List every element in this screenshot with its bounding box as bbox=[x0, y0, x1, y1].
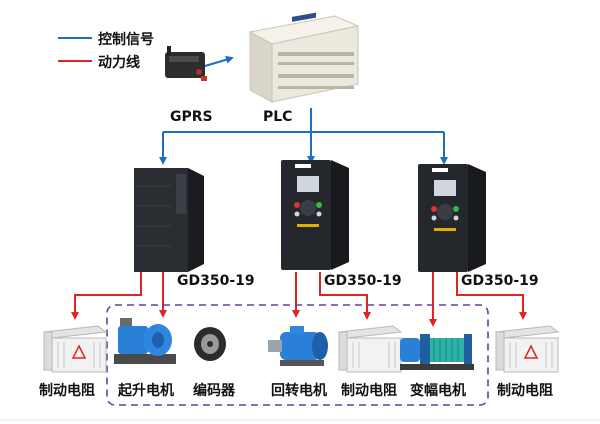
legend-control-label: 控制信号 bbox=[98, 32, 154, 48]
plc-label: PLC bbox=[263, 109, 293, 125]
slewing-motor-label: 回转电机 bbox=[271, 383, 327, 399]
brake-resistor-icon bbox=[337, 325, 403, 373]
power-drive3-resistor bbox=[456, 272, 527, 320]
luffing-winch-icon bbox=[400, 334, 474, 370]
motor-group-box bbox=[106, 304, 489, 406]
plc-unit bbox=[240, 12, 360, 112]
plc-controller-icon bbox=[248, 12, 360, 103]
luffing-motor bbox=[398, 328, 478, 378]
slewing-motor bbox=[266, 322, 336, 374]
legend-power-label: 动力线 bbox=[98, 55, 140, 71]
luffing-motor-label: 变幅电机 bbox=[410, 383, 466, 399]
hoist-motor bbox=[112, 314, 178, 378]
gprs-modem-icon bbox=[165, 46, 207, 81]
frequency-inverter-icon bbox=[418, 164, 486, 272]
drive-1 bbox=[128, 166, 208, 278]
encoder-icon bbox=[194, 327, 226, 361]
brake-resistor-icon bbox=[42, 325, 108, 373]
brake-resistor-icon bbox=[494, 325, 560, 373]
brake-resistor-middle-label: 制动电阻 bbox=[341, 383, 397, 399]
encoder bbox=[190, 322, 230, 370]
drive-3-model: GD350-19 bbox=[461, 273, 539, 289]
brake-resistor-right-label: 制动电阻 bbox=[497, 383, 553, 399]
brake-resistor-middle bbox=[335, 322, 405, 378]
frequency-inverter-icon bbox=[281, 160, 349, 270]
brake-resistor-left bbox=[40, 322, 110, 378]
hoist-motor-label: 起升电机 bbox=[118, 383, 174, 399]
drive-2-model: GD350-19 bbox=[324, 273, 402, 289]
drive-2 bbox=[275, 158, 355, 276]
encoder-label: 编码器 bbox=[193, 383, 235, 399]
gprs-label: GPRS bbox=[170, 109, 213, 125]
power-drive1-resistor bbox=[71, 272, 142, 320]
gprs-module bbox=[163, 42, 209, 88]
hoist-winch-icon bbox=[114, 318, 176, 364]
brake-resistor-left-label: 制动电阻 bbox=[39, 383, 95, 399]
drive-1-model: GD350-19 bbox=[177, 273, 255, 289]
brake-resistor-right bbox=[492, 322, 562, 378]
slewing-motor-icon bbox=[268, 326, 328, 366]
drive-3 bbox=[412, 162, 492, 278]
gprs-plc-link bbox=[204, 55, 234, 67]
power-drive2-resistor bbox=[319, 272, 371, 320]
large-frequency-inverter-icon bbox=[134, 168, 204, 272]
